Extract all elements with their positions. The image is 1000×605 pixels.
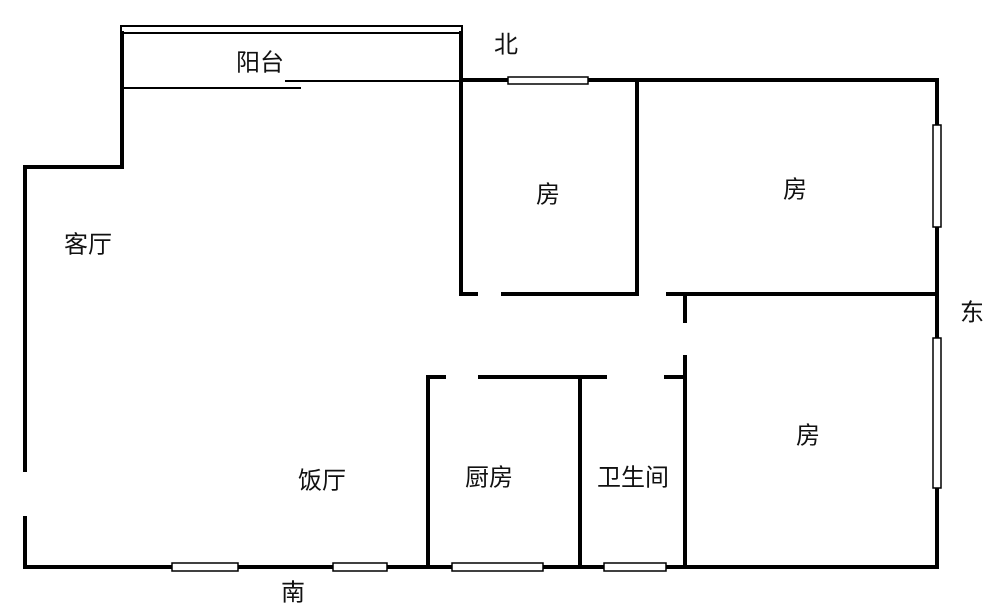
bedroom-label: 房 <box>783 175 807 204</box>
window <box>451 562 544 572</box>
window <box>507 76 589 85</box>
balcony-railing <box>120 25 463 34</box>
kitchen-label: 厨房 <box>465 463 513 492</box>
window <box>932 124 942 228</box>
window <box>171 562 239 572</box>
north-label: 北 <box>494 30 518 59</box>
living-room-label: 客厅 <box>64 230 112 259</box>
balcony-label: 阳台 <box>236 48 284 77</box>
dining-room-label: 饭厅 <box>298 466 346 495</box>
window <box>332 562 388 572</box>
bathroom-label: 卫生间 <box>597 463 669 492</box>
window <box>932 337 942 489</box>
bedroom-label: 房 <box>796 421 820 450</box>
window <box>603 562 667 572</box>
south-label: 南 <box>281 578 305 605</box>
bedroom-label: 房 <box>536 180 560 209</box>
east-label: 东 <box>960 298 984 327</box>
